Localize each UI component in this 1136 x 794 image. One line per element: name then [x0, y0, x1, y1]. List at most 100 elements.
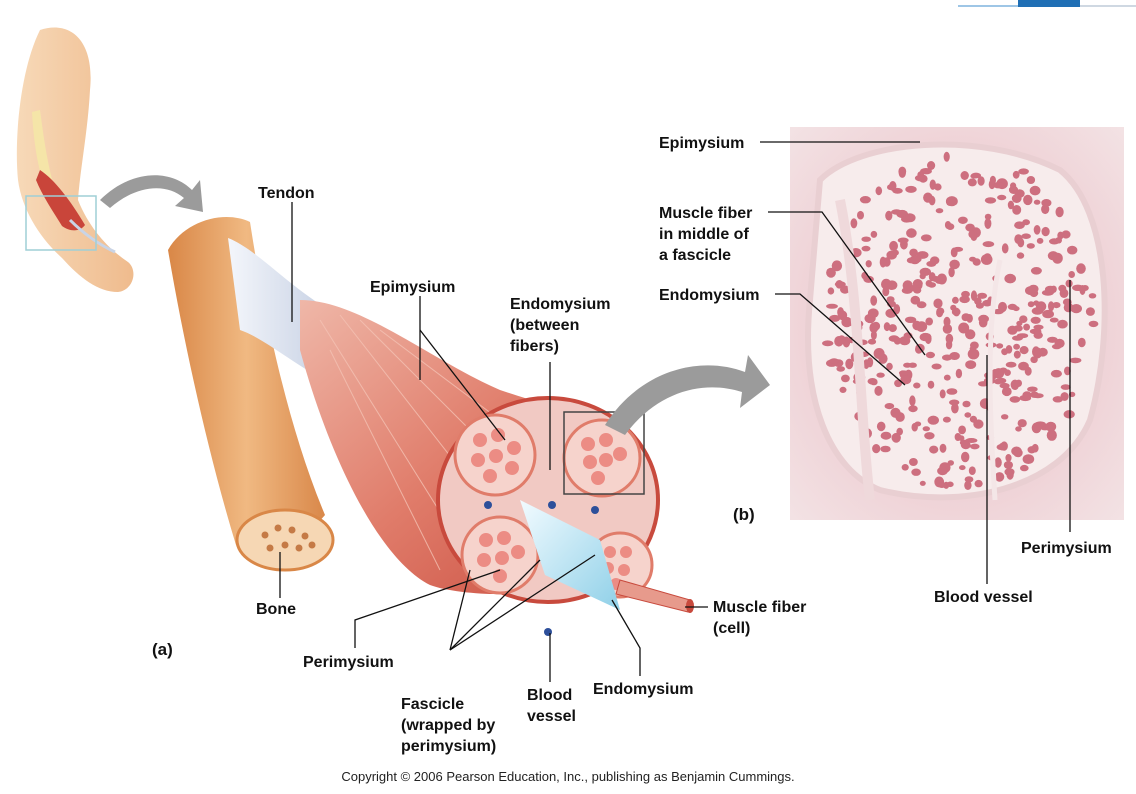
micrograph-fiber — [893, 337, 902, 345]
micrograph-fiber — [974, 479, 983, 488]
micrograph-fiber — [943, 316, 951, 327]
micrograph-fiber — [1029, 185, 1041, 196]
micrograph-fiber — [925, 333, 932, 345]
micrograph-fiber — [892, 187, 903, 194]
micrograph-fiber — [1063, 410, 1075, 419]
label-epimysium-b: Epimysium — [659, 135, 745, 152]
micrograph-fiber — [890, 407, 901, 418]
micrograph-fiber — [951, 403, 959, 414]
micrograph-fiber — [898, 166, 907, 177]
micrograph-fiber — [974, 297, 982, 306]
micrograph-fiber — [959, 295, 970, 304]
micrograph-fiber — [993, 182, 1004, 189]
micrograph-fiber — [920, 234, 932, 242]
micrograph-fiber — [931, 363, 942, 370]
panel-label-a: (a) — [152, 640, 173, 659]
micrograph-fiber — [1088, 293, 1097, 299]
label-tendon: Tendon — [258, 185, 315, 202]
micrograph-fiber — [1030, 267, 1042, 275]
micrograph-fiber — [1012, 335, 1023, 341]
corner-bar-accent — [1018, 0, 1080, 7]
micrograph-fiber — [827, 287, 835, 295]
micrograph-fiber — [1013, 350, 1021, 359]
micrograph-fiber — [982, 299, 992, 307]
leader-lines — [279, 141, 1071, 682]
micrograph-fiber — [939, 443, 947, 453]
micrograph-fiber — [998, 301, 1007, 313]
micrograph-fiber — [982, 241, 995, 248]
panel-label-b: (b) — [733, 505, 755, 524]
micrograph-fiber — [984, 197, 997, 204]
micrograph-fiber — [1020, 464, 1029, 472]
micrograph-fiber — [1055, 206, 1064, 218]
micrograph-fiber — [939, 389, 946, 399]
micrograph-fiber — [1031, 422, 1042, 434]
micrograph-fiber — [970, 443, 980, 450]
micrograph-fiber — [1031, 443, 1039, 453]
micrograph-fiber — [909, 458, 918, 466]
micrograph-fiber — [964, 480, 972, 490]
micrograph-fiber — [996, 343, 1004, 349]
micrograph-fiber — [881, 278, 892, 290]
micrograph-fiber — [1014, 221, 1025, 229]
micrograph-fiber — [914, 174, 927, 182]
label-blood-vessel-a: Blood vessel — [527, 687, 576, 725]
micrograph-fiber — [905, 213, 916, 221]
micrograph-fiber — [1068, 271, 1075, 278]
micrograph-fiber — [1033, 324, 1044, 330]
micrograph-fiber — [1047, 336, 1058, 343]
label-muscle-fiber-cell: Muscle fiber (cell) — [713, 599, 807, 637]
micrograph-fiber — [946, 388, 958, 395]
micrograph-fiber — [1045, 421, 1057, 432]
micrograph-fiber — [933, 298, 943, 309]
micrograph-fiber — [1031, 307, 1044, 315]
micrograph-fiber — [1060, 384, 1071, 390]
arm-highlight-box — [25, 195, 97, 251]
micrograph-fiber — [1033, 199, 1041, 205]
micrograph-fiber — [946, 223, 955, 231]
micrograph-fiber — [1065, 279, 1073, 288]
micrograph-fiber — [829, 314, 841, 322]
micrograph-fiber — [880, 445, 891, 453]
micrograph-fiber — [946, 196, 958, 207]
micrograph-fiber — [997, 194, 1007, 201]
micrograph-fiber — [861, 245, 871, 252]
micrograph-fiber — [965, 329, 976, 340]
micrograph-fiber — [960, 441, 971, 450]
micrograph-fiber — [887, 184, 895, 191]
micrograph-fiber — [965, 360, 977, 369]
micrograph-fiber — [1041, 199, 1052, 207]
micrograph-fiber — [874, 385, 883, 396]
micrograph-fiber — [1069, 357, 1082, 364]
micrograph-fiber — [841, 374, 850, 383]
micrograph-fiber — [1023, 194, 1033, 206]
micrograph-fiber — [857, 210, 864, 220]
micrograph-fiber — [1032, 393, 1044, 399]
micrograph-fiber — [1013, 325, 1023, 332]
micrograph-fiber — [905, 185, 917, 193]
micrograph-fiber — [937, 466, 948, 476]
label-bone: Bone — [256, 601, 296, 618]
micrograph-fiber — [915, 321, 928, 332]
label-blood-vessel-b: Blood vessel — [934, 589, 1033, 606]
micrograph-fiber — [883, 322, 891, 332]
micrograph-fiber — [959, 465, 966, 471]
micrograph-fiber — [949, 259, 960, 270]
micrograph-fiber — [1026, 243, 1035, 249]
micrograph-fiber — [904, 316, 917, 323]
micrograph-fiber — [1027, 301, 1035, 308]
micrograph-fiber — [1015, 426, 1022, 432]
micrograph-fiber — [1007, 303, 1018, 310]
micrograph-fiber — [1076, 263, 1086, 274]
micrograph-fiber — [1011, 446, 1022, 456]
micrograph-fiber — [1036, 237, 1044, 244]
micrograph-fiber — [1049, 238, 1060, 245]
micrograph-fiber — [936, 308, 944, 318]
label-perimysium-a: Perimysium — [303, 654, 394, 671]
micrograph-fiber — [884, 403, 895, 410]
micrograph-fiber — [1033, 300, 1040, 306]
micrograph-fiber — [958, 435, 965, 441]
micrograph-fiber — [867, 338, 877, 345]
micrograph-fiber — [1026, 176, 1036, 184]
